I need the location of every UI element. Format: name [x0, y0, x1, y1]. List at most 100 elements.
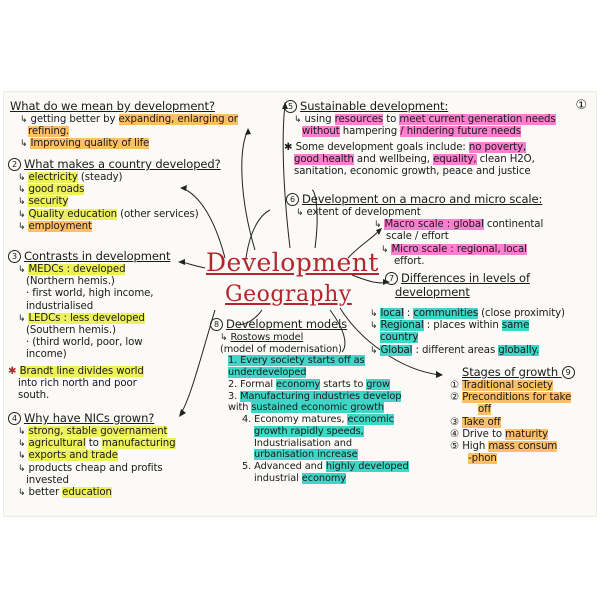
hooked-arrow-icon: ↳ [18, 439, 26, 450]
connector-to-s1 [241, 129, 256, 251]
note-text: Brandt line divides world [19, 365, 144, 377]
note-text: Development on a macro and micro scale: [302, 192, 543, 206]
section-number-badge: 4 [8, 412, 21, 425]
note-text: products cheap and profits [28, 462, 163, 474]
note-text: good health [294, 153, 354, 165]
hooked-arrow-icon: ↳ [296, 207, 304, 218]
note-text: equality, [433, 153, 477, 165]
section-number-badge: 5 [284, 100, 297, 113]
note-text: Macro scale : [384, 219, 451, 231]
note-line: 1. Every society starts off as [210, 355, 440, 367]
note-text: 5. Advanced and [242, 461, 326, 473]
note-text: manufacturing [101, 438, 176, 450]
note-text: Rostows model [230, 331, 304, 343]
note-text: education [62, 486, 112, 498]
note-line: ↳Rostows model [210, 332, 440, 344]
note-line: development [395, 284, 470, 299]
section-differences-body: ↳local : communities (close proximity) ↳… [370, 308, 595, 357]
note-text: without [302, 126, 340, 138]
arrowhead [436, 371, 443, 378]
note-line: ↳security [8, 196, 248, 208]
note-text: ⑤ [450, 440, 460, 452]
note-text: trade [91, 450, 118, 462]
note-text: Traditional society [462, 379, 553, 391]
note-line: (Southern hemis.) [26, 324, 116, 336]
note-text: hampering [339, 126, 401, 138]
note-text: ② [450, 392, 460, 404]
note-text: mass consum [488, 440, 558, 452]
note-line: ↳MEDCs : developed [8, 263, 203, 276]
hooked-arrow-icon: ↳ [18, 487, 26, 498]
section-stages-of-growth: Stages of growth 9 ① Traditional society… [450, 365, 595, 465]
note-line: ↳agricultural to manufacturing [8, 438, 238, 450]
main-title: Development [206, 248, 379, 277]
note-line: urbanisation increase [210, 449, 440, 461]
note-line: ✱ Some development goals include: no pov… [284, 141, 589, 154]
note-line: ↳local : communities (close proximity) [370, 308, 595, 320]
note-text: growth rapidly speeds, [254, 425, 364, 437]
note-text: economic [347, 414, 394, 426]
note-text: communities [413, 308, 479, 319]
note-text: sustained economic growth [251, 402, 384, 414]
note-text: good roads [28, 184, 85, 196]
note-line: ↳Global : different areas globally. [370, 344, 595, 357]
note-text: Improving quality of life [30, 138, 150, 150]
note-text: globally. [498, 344, 540, 356]
note-text: / hindering future needs [400, 126, 521, 138]
note-text: Drive to [462, 428, 506, 440]
note-text: clean H2O, [476, 153, 535, 165]
note-line: (Northern hemis.) [26, 276, 115, 288]
note-text: using [304, 114, 335, 126]
asterisk-icon: ✱ [284, 141, 296, 153]
hooked-arrow-icon: ↳ [370, 321, 378, 332]
note-text: grow [366, 378, 390, 390]
note-text: exports and [28, 450, 92, 462]
note-text: High [462, 440, 489, 452]
note-text: Stages of growth [462, 365, 559, 379]
section-number-badge: 3 [8, 250, 21, 263]
hooked-arrow-icon: ↳ [18, 264, 26, 275]
note-line: with sustained economic growth [210, 402, 440, 414]
note-line: industrial economy [210, 472, 440, 485]
note-text: 3. [228, 390, 241, 402]
hooked-arrow-icon: ↳ [220, 332, 228, 343]
hooked-arrow-icon: ↳ [18, 185, 26, 196]
note-text: country [380, 332, 419, 344]
hooked-arrow-icon: ↳ [18, 463, 26, 474]
section-number-badge: 2 [8, 158, 21, 171]
note-line: ↳electricity (steady) [8, 171, 248, 184]
note-text: electricity [28, 171, 78, 183]
section-number-badge: 9 [561, 366, 575, 379]
note-line: country [370, 332, 595, 344]
hooked-arrow-icon: ↳ [381, 244, 389, 255]
note-text: Differences in levels of [401, 271, 530, 285]
note-text: Contrasts in development [24, 249, 171, 263]
note-text: Preconditions for take [462, 392, 572, 404]
note-text: highly developed [325, 461, 409, 473]
hooked-arrow-icon: ↳ [18, 426, 26, 437]
connector-to-s2 [181, 187, 226, 259]
note-line: ↳products cheap and profits [8, 463, 238, 475]
note-text: ④ [450, 428, 460, 440]
page-number: ① [575, 98, 587, 113]
note-line: off [450, 404, 595, 416]
note-text: Why have NICs grown? [24, 411, 155, 425]
hooked-arrow-icon: ↳ [18, 197, 26, 208]
connector-to-s8b [329, 309, 346, 353]
note-text: agricultural [28, 438, 86, 450]
note-line: growth rapidly speeds, [210, 425, 440, 438]
note-text: global [450, 219, 484, 231]
section-9-heading: Stages of growth 9 [450, 365, 595, 380]
section-number-badge: 7 [385, 272, 398, 285]
note-text: resources [334, 114, 384, 126]
note-line: Industrialisation and [254, 437, 352, 449]
note-line: ↳Improving quality of life [10, 138, 265, 150]
note-text: Sustainable development: [300, 99, 449, 113]
note-line: ↳Quality education (other services) [8, 208, 248, 221]
